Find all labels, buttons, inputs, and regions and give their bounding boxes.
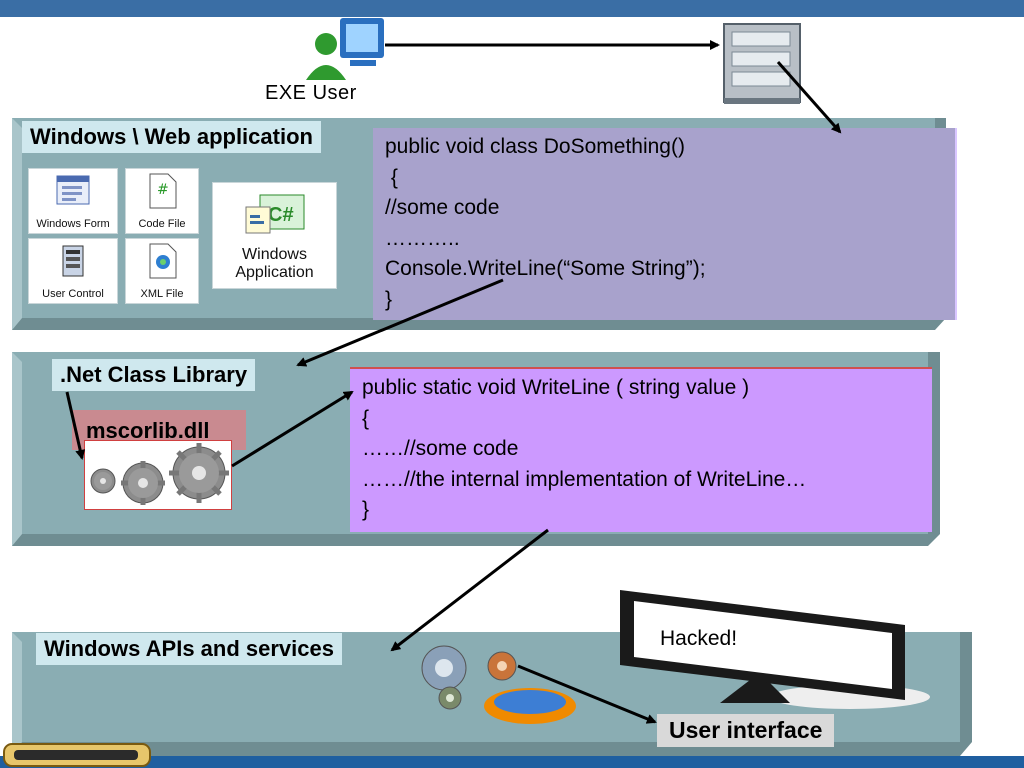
windows-app-title: Windows \ Web application [22,121,321,153]
page-number: 4 [980,716,987,730]
user-control-icon [62,245,84,277]
monitor-icon [620,590,930,709]
thumb-code-file: # Code File [125,168,199,234]
code-line: { [385,165,398,189]
mscorlib-gears [84,440,232,510]
app-icon-line-1: Windows [242,246,307,263]
code-box-writeline: public static void WriteLine ( string va… [350,367,932,532]
exe-user-label: EXE User [265,82,357,104]
code-line: } [362,498,370,521]
code-line: ……//some code [362,437,519,460]
windows-application-icon: C# Windows Application [212,182,337,289]
gears-icon [90,443,229,505]
thumb-label: XML File [140,288,184,300]
code-line: ……….. [385,226,460,250]
secure-logo [3,743,151,767]
windows-form-icon [56,175,90,205]
bottom-banner [0,756,1024,768]
services-gears-icon [421,645,576,724]
thumb-label: Code File [138,218,186,230]
code-line: public void class DoSomething() [385,135,685,158]
code-line: //some code [385,196,500,219]
mscorlib-label: mscorlib.dll [86,418,210,443]
windows-api-title: Windows APIs and services [36,633,342,665]
code-line: { [362,406,370,430]
exe-user-icon [306,18,384,80]
code-line: ……//the internal implementation of Write… [362,467,807,491]
thumb-label: Windows Form [36,218,110,230]
class-library-title: .Net Class Library [52,359,256,391]
code-file-icon: # [149,173,177,209]
user-interface-label: User interface [657,714,835,747]
server-icon [723,23,801,104]
app-icon-line-2: Application [235,264,314,281]
thumb-xml-file: XML File [125,238,199,304]
code-block: public static void WriteLine ( string va… [362,373,806,526]
code-line: Console.WriteLine(“Some String”); [385,257,706,280]
thumb-windows-form: Windows Form [28,168,118,234]
monitor-text: Hacked! [660,627,738,650]
top-banner [0,0,1024,17]
code-line: public static void WriteLine ( string va… [362,376,750,399]
thumb-label: User Control [42,288,104,300]
code-block: public void class DoSomething() { //some… [385,132,706,315]
csharp-project-icon: C# [245,194,304,234]
xml-file-icon [149,243,177,279]
thumb-user-control: User Control [28,238,118,304]
svg-text:C#: C# [268,204,294,226]
svg-text:#: # [157,182,169,198]
